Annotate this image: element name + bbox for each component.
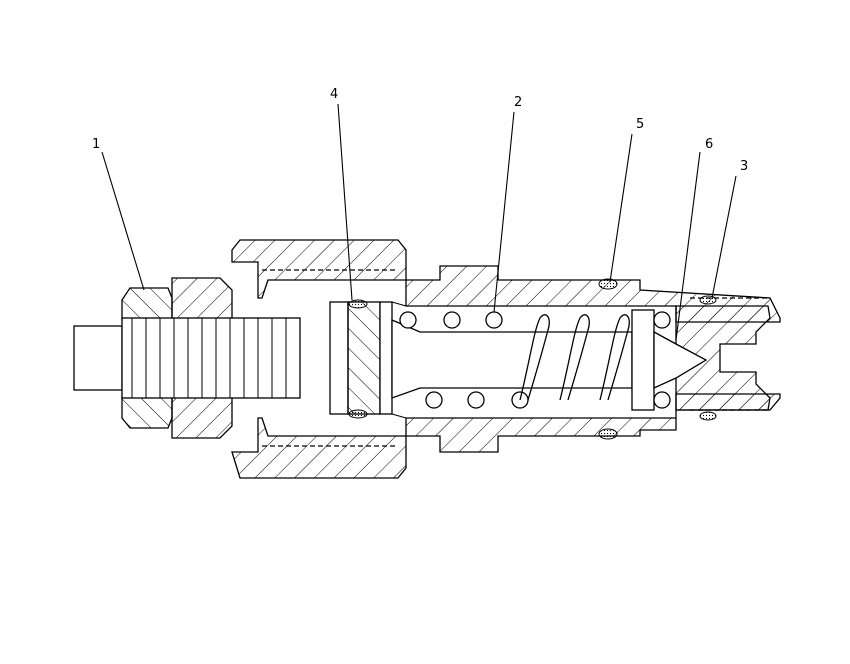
adjusting-screw	[73, 317, 301, 399]
leader-lines	[101, 103, 737, 341]
callout-5: 5	[636, 117, 644, 132]
callout-labels: 1 2 3 4 5 6	[92, 87, 748, 174]
callout-2: 2	[514, 95, 522, 110]
piston	[329, 299, 407, 419]
callout-6: 6	[705, 137, 713, 152]
leader-2	[493, 111, 515, 313]
poppet-stem	[391, 309, 708, 411]
callout-1: 1	[92, 137, 100, 152]
leader-5	[609, 133, 633, 283]
leader-4	[337, 103, 353, 301]
callout-4: 4	[330, 87, 338, 102]
leader-1	[101, 151, 145, 291]
valve-body	[231, 239, 781, 479]
leader-6	[675, 151, 701, 341]
leader-3	[711, 175, 737, 299]
callout-3: 3	[740, 159, 748, 174]
screw-threads	[131, 318, 287, 398]
spring	[399, 311, 671, 409]
